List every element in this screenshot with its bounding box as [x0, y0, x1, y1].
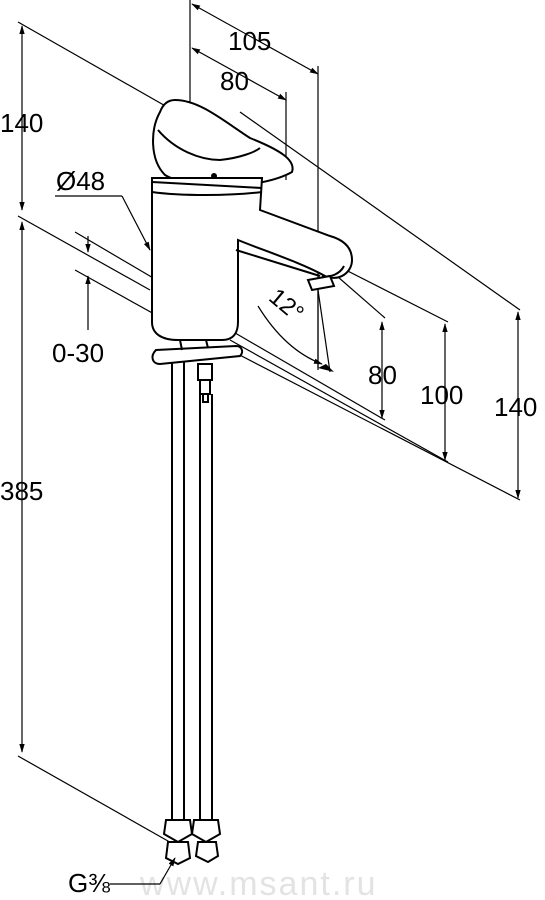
label-adjust-range: 0-30 — [52, 338, 104, 368]
watermark: www.msant.ru — [139, 865, 378, 900]
label-outlet-100: 100 — [420, 380, 463, 410]
faucet-body — [151, 98, 354, 403]
left-dimension-lines — [17, 21, 191, 846]
label-top-height: 140 — [0, 108, 43, 138]
adjust-range-dimension — [74, 231, 166, 330]
label-diameter: Ø48 — [56, 166, 105, 196]
label-thread: G⅜ — [68, 868, 110, 898]
right-dimension-lines — [229, 111, 521, 501]
spout-angle-indicator — [257, 289, 334, 373]
diameter-leader — [55, 195, 151, 251]
label-outlet-140: 140 — [494, 392, 537, 422]
label-total-length: 385 — [0, 476, 43, 506]
supply-hoses — [110, 362, 222, 885]
label-outlet-80: 80 — [368, 360, 397, 390]
label-spout-reach: 105 — [228, 26, 271, 56]
label-spout-angle: 12° — [264, 283, 309, 327]
label-handle-reach: 80 — [220, 66, 249, 96]
